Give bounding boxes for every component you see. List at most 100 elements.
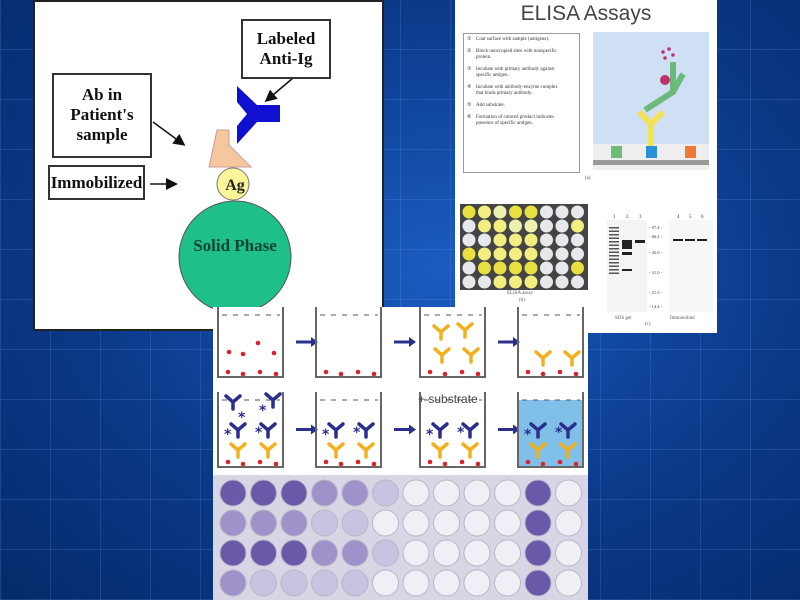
- enzyme-label: *: [555, 425, 563, 441]
- primary-antibody: [559, 442, 577, 459]
- well-container: [315, 307, 382, 378]
- antigen-dot: [371, 461, 377, 467]
- plate-well: [311, 509, 338, 537]
- antigen-dot: [573, 371, 579, 377]
- plate-well: [478, 219, 491, 233]
- plate-well: [524, 479, 552, 507]
- antigen-dot: [271, 350, 277, 356]
- arrow-icon: [311, 337, 318, 347]
- plate-well: [341, 539, 369, 567]
- antigen-dot: [225, 459, 231, 465]
- antigen-dot: [273, 461, 279, 467]
- elisa-step: ② Block unoccupied sites with nonspecific…: [467, 49, 576, 61]
- plate-well: [524, 219, 538, 233]
- plate-well: [555, 539, 582, 567]
- antigen-dot: [442, 371, 448, 377]
- enzyme-label: *: [524, 427, 532, 443]
- plate-well: [372, 539, 399, 567]
- step-text: Add substrate.: [476, 103, 505, 108]
- labeled-anti-ig-shape: [237, 86, 280, 144]
- fig-c-label: (c): [645, 322, 651, 327]
- arrow-icon: [513, 337, 520, 347]
- plate-well: [402, 569, 430, 597]
- plate-well: [250, 479, 277, 507]
- plate-frame: [460, 204, 588, 290]
- antigen-dot: [323, 369, 329, 375]
- substrate-label: + substrate: [418, 392, 478, 406]
- plate-well: [219, 539, 247, 567]
- enzyme-label: *: [353, 425, 361, 441]
- elisa-title: ELISA Assays: [520, 2, 652, 25]
- plate-well: [250, 539, 277, 567]
- plate-well: [555, 509, 582, 537]
- gel-band: [622, 246, 632, 249]
- plate-well: [280, 539, 308, 567]
- indirect-elisa-diagram: Ag Solid Phase Labeled Anti-Ig Ab in Pat…: [33, 0, 384, 331]
- plate-well: [493, 261, 507, 275]
- step-number: ②: [467, 49, 472, 54]
- primary-antibody: [462, 347, 480, 364]
- yellow-elisa-plate: [460, 204, 588, 290]
- antigen-dot: [459, 459, 465, 465]
- plate-well: [372, 569, 399, 597]
- secondary-antibody: [264, 392, 282, 409]
- plate-well: [280, 569, 308, 597]
- antigen-dot: [540, 371, 546, 377]
- plate-well: [311, 479, 338, 507]
- gel-band: [609, 265, 619, 267]
- plate-well: [494, 569, 521, 597]
- primary-antibody: [259, 442, 277, 459]
- plate-well: [509, 261, 522, 275]
- plate-well: [478, 233, 491, 247]
- plate-well: [463, 569, 491, 597]
- lane-number: 6: [701, 215, 704, 220]
- plate-well: [478, 261, 491, 275]
- plate-well: [509, 233, 522, 247]
- step-text: Block unoccupied sites with nonspecific …: [476, 49, 557, 60]
- secondary-antibody: [461, 422, 479, 439]
- antigen-dot: [273, 371, 279, 377]
- antigen-dot: [540, 461, 546, 467]
- gel-band: [622, 240, 632, 244]
- plate-well: [402, 539, 430, 567]
- gel-band: [609, 241, 619, 243]
- antigen-dot: [557, 369, 563, 375]
- enzyme-label: *: [259, 403, 267, 419]
- antigen-dot: [240, 351, 246, 357]
- gel-band: [609, 237, 619, 239]
- mw-marker: - 45.0 -: [649, 250, 663, 255]
- plate-well: [311, 539, 338, 567]
- antigen-dot: [338, 371, 344, 377]
- plate-well: [571, 261, 584, 275]
- step-number: ⑥: [467, 115, 472, 120]
- step-text: Incubate with primary antibody against s…: [476, 67, 555, 78]
- plate-well: [540, 205, 553, 219]
- lane-number: 1: [613, 215, 616, 220]
- plate-well: [524, 205, 538, 219]
- mw-marker: - 97.4 -: [649, 225, 663, 230]
- gel-band: [609, 244, 619, 246]
- plate-well: [509, 247, 522, 261]
- plate-well: [555, 247, 569, 261]
- enzyme-label: *: [457, 425, 465, 441]
- gel-band: [609, 255, 619, 257]
- step-number: ⑤: [467, 103, 472, 108]
- gel-band: [622, 243, 632, 247]
- plate-well: [571, 247, 584, 261]
- patient-antibody-label: Ab in Patient's sample: [52, 73, 152, 158]
- purple-elisa-plate: [213, 475, 588, 600]
- plate-well: [493, 205, 507, 219]
- plate-well: [462, 205, 476, 219]
- secondary-antibody: [259, 422, 277, 439]
- plate-well: [571, 275, 584, 289]
- plate-well: [219, 569, 247, 597]
- plate-well: [494, 509, 521, 537]
- elisa-step: ⑤ Add substrate.: [467, 103, 576, 109]
- primary-antibody: [357, 442, 375, 459]
- plate-well: [219, 479, 247, 507]
- plate-well: [463, 479, 491, 507]
